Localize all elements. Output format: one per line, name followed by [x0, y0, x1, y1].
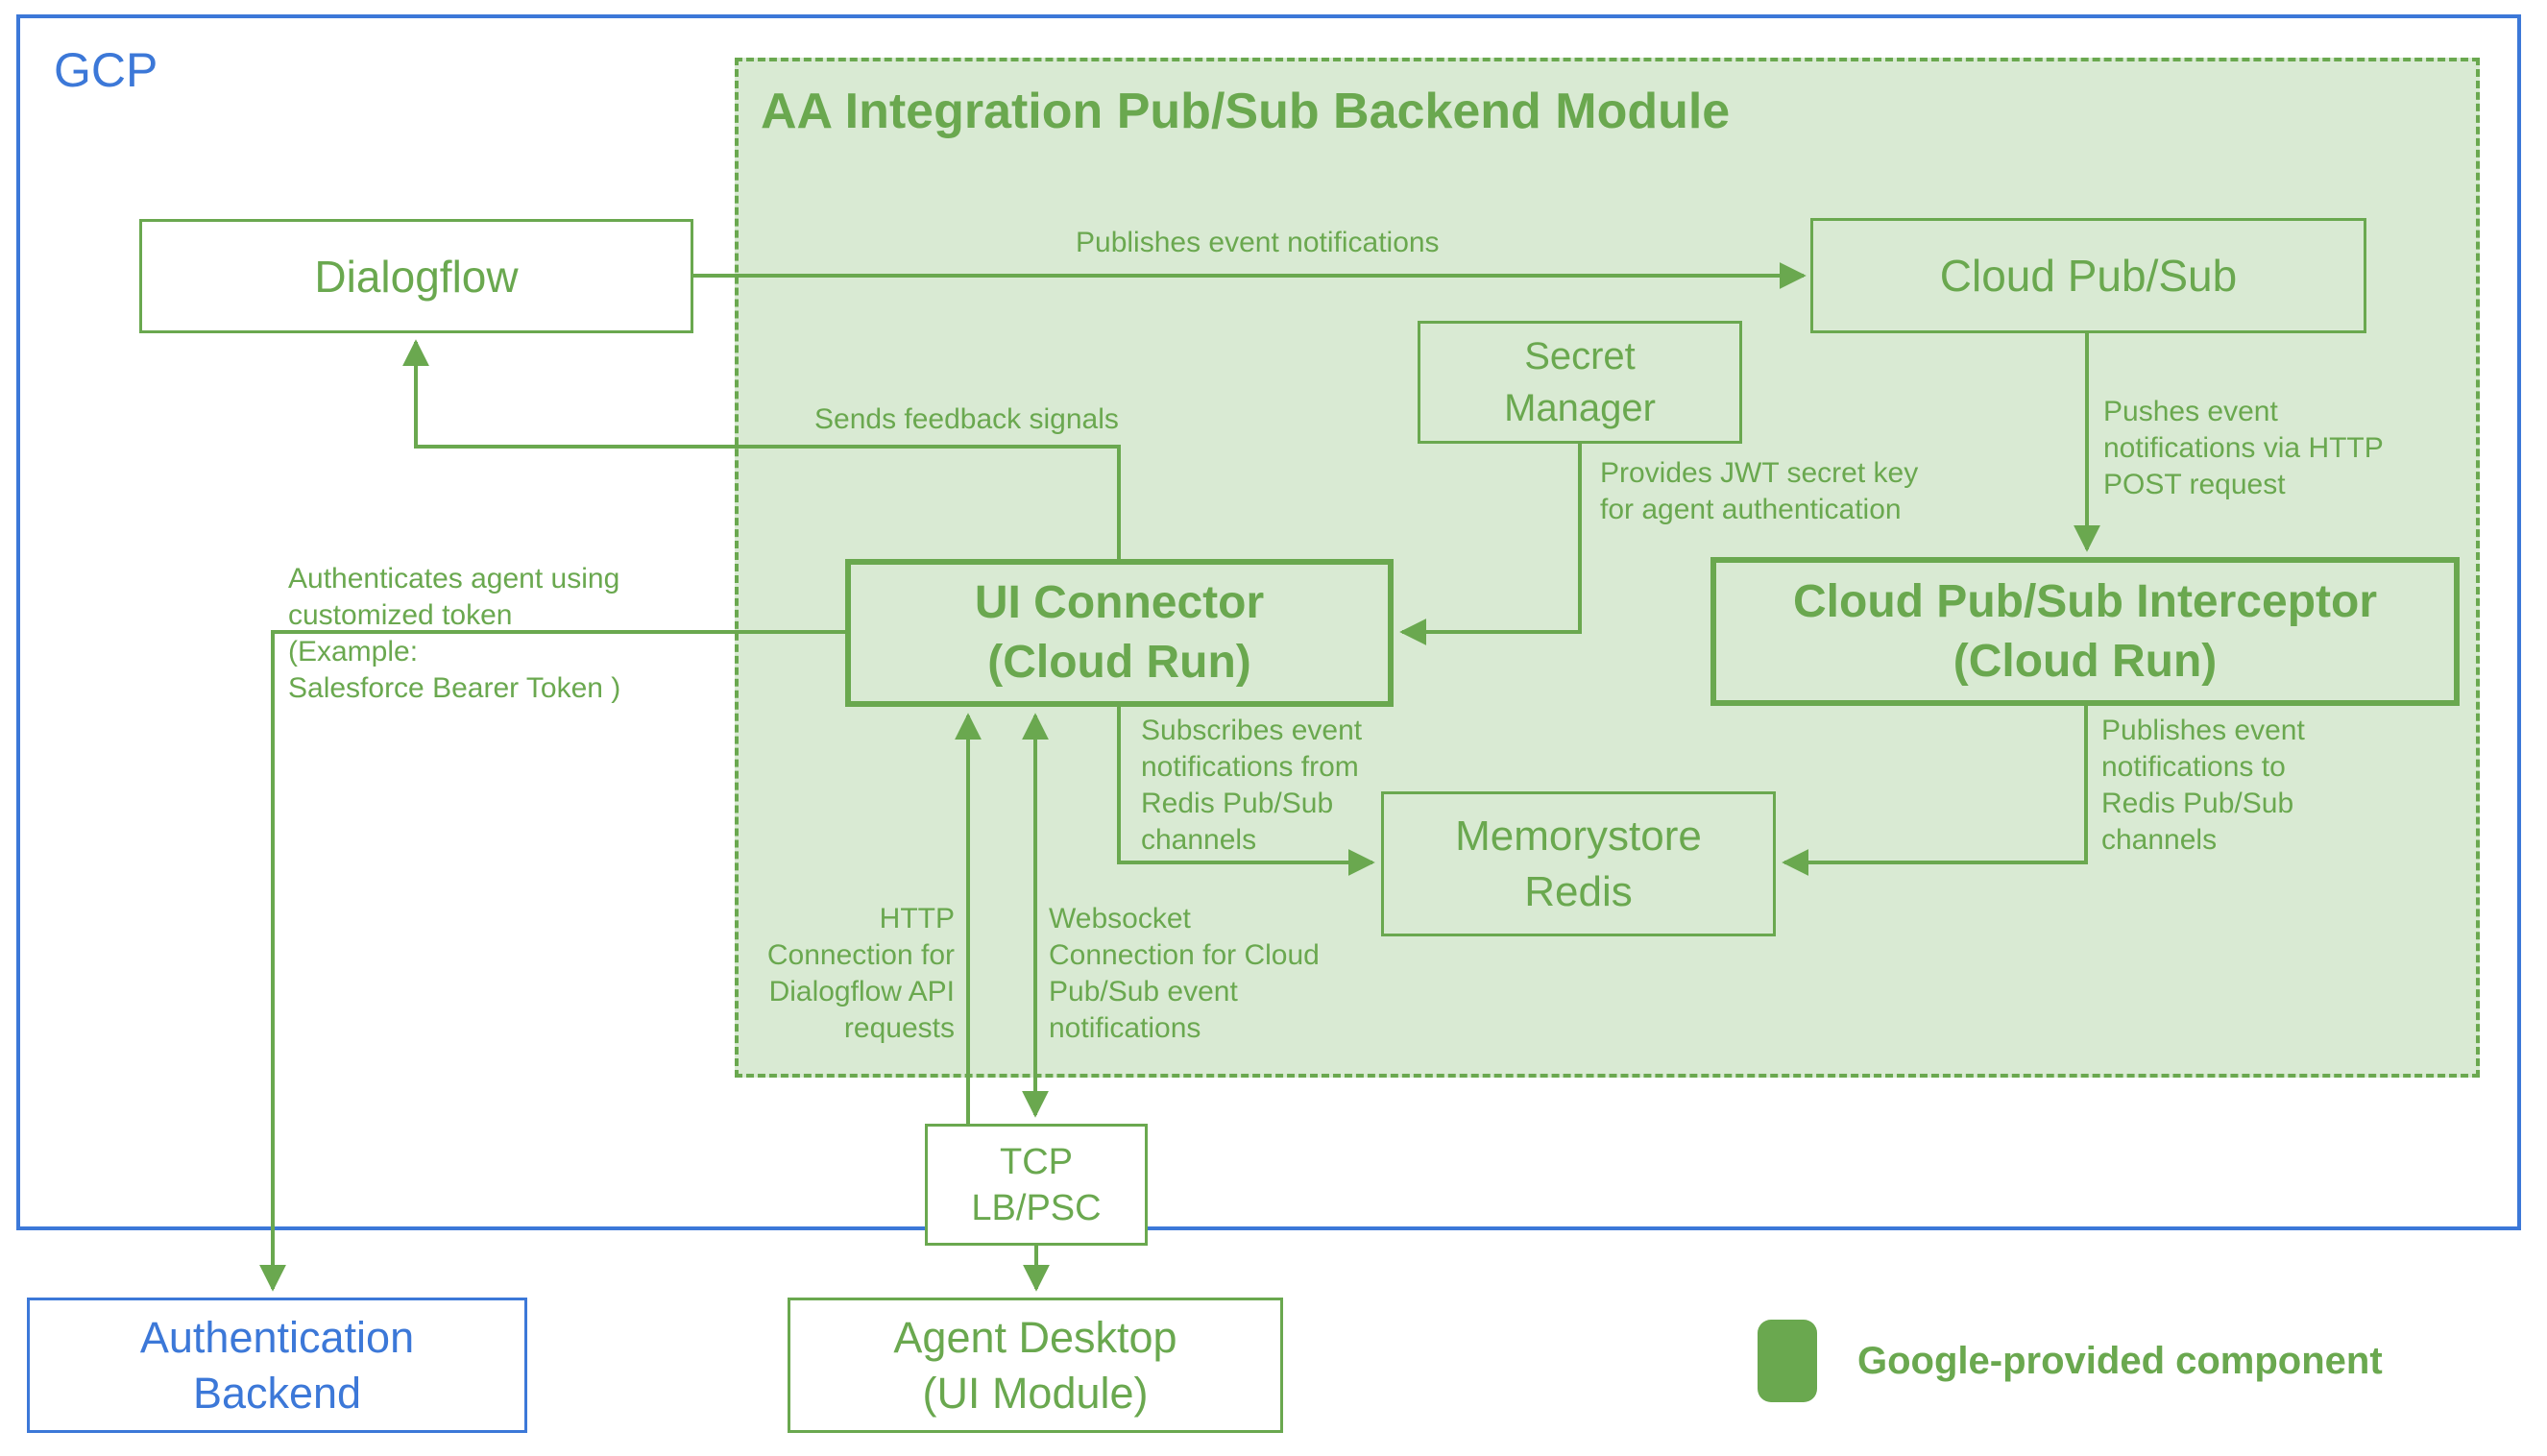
- node-secret-manager: Secret Manager: [1418, 321, 1742, 444]
- node-agent-desktop: Agent Desktop (UI Module): [788, 1298, 1283, 1433]
- node-cloud-pubsub: Cloud Pub/Sub: [1810, 218, 2366, 333]
- label-provides-jwt-secret-key: Provides JWT secret key for agent authen…: [1600, 457, 1919, 525]
- label-sends-feedback-signals: Sends feedback signals: [814, 403, 1119, 435]
- label-publishes-to-redis: Publishes event notifications to Redis P…: [2101, 715, 2305, 856]
- node-cloud-pubsub-interceptor: Cloud Pub/Sub Interceptor (Cloud Run): [1710, 557, 2460, 706]
- node-ui-connector: UI Connector (Cloud Run): [845, 559, 1394, 707]
- label-subscribes-event-notifications: Subscribes event notifications from Redi…: [1141, 715, 1363, 856]
- module-title: AA Integration Pub/Sub Backend Module: [761, 84, 1731, 139]
- node-tcp-lb-psc: TCP LB/PSC: [925, 1124, 1148, 1246]
- label-publishes-event-notifications: Publishes event notifications: [1076, 227, 1440, 258]
- label-http-connection: HTTP Connection for Dialogflow API reque…: [766, 903, 955, 1044]
- node-dialogflow: Dialogflow: [139, 219, 693, 333]
- node-memorystore-redis: Memorystore Redis: [1381, 791, 1776, 936]
- gcp-label: GCP: [54, 43, 158, 97]
- google-provided-swatch-icon: [1758, 1320, 1817, 1402]
- gcp-boundary-box: [16, 14, 2521, 1230]
- label-websocket-connection: Websocket Connection for Cloud Pub/Sub e…: [1049, 903, 1320, 1044]
- legend: Google-provided component: [1758, 1320, 2383, 1402]
- label-pushes-event-notifications: Pushes event notifications via HTTP POST…: [2103, 396, 2384, 500]
- legend-label: Google-provided component: [1857, 1339, 2383, 1382]
- label-authenticates-agent: Authenticates agent using customized tok…: [288, 563, 621, 704]
- node-authentication-backend: Authentication Backend: [27, 1298, 527, 1433]
